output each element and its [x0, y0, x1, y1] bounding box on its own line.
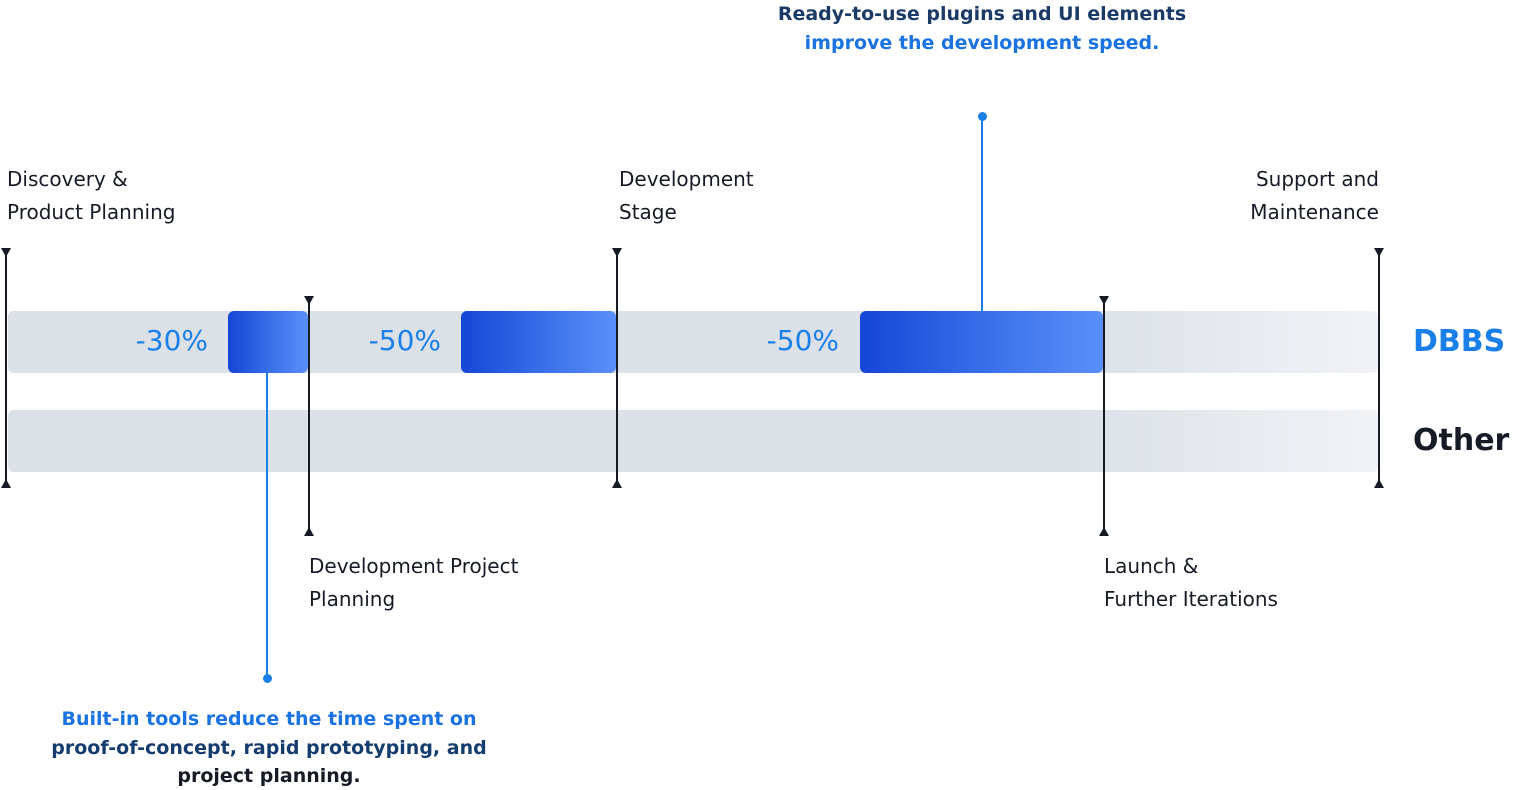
reduction-label-3: -50% — [766, 324, 839, 357]
stage-marker-3 — [612, 248, 622, 488]
stage-marker-4 — [1099, 296, 1109, 536]
saving-block-planning — [461, 311, 616, 373]
top-callout-dot — [978, 112, 987, 121]
stage-marker-5 — [1374, 248, 1384, 488]
top-callout-line — [981, 117, 983, 311]
saving-block-development — [860, 311, 1103, 373]
top-callout-line-1: Ready-to-use plugins and UI elements — [777, 3, 1187, 25]
top-callout-line-2: improve the development speed. — [804, 31, 1160, 54]
stage-marker-2 — [304, 296, 314, 536]
bottom-callout-text: Built-in tools reduce the time spent on … — [0, 705, 538, 790]
bottom-callout-line-2: proof-of-concept, rapid prototyping, and — [51, 736, 487, 759]
top-callout-text: Ready-to-use plugins and UI elements imp… — [682, 0, 1282, 57]
stage-marker-1 — [1, 248, 11, 488]
saving-block-discovery — [228, 311, 308, 373]
row-label-dbbs: DBBS — [1413, 324, 1506, 359]
row-label-other: Other — [1413, 423, 1510, 458]
dbbs-bar — [8, 311, 1378, 373]
other-bar — [8, 410, 1378, 472]
reduction-label-1: -30% — [135, 324, 208, 357]
bottom-callout-line — [266, 373, 268, 678]
bottom-callout-line-3: project planning. — [177, 765, 361, 787]
stage-label-launch: Launch &Further Iterations — [1104, 554, 1278, 611]
stage-label-discovery: Discovery &Product Planning — [7, 167, 176, 224]
bottom-callout-dot — [263, 674, 272, 683]
bottom-callout-line-1: Built-in tools reduce the time spent on — [61, 708, 477, 730]
reduction-label-2: -50% — [368, 324, 441, 357]
